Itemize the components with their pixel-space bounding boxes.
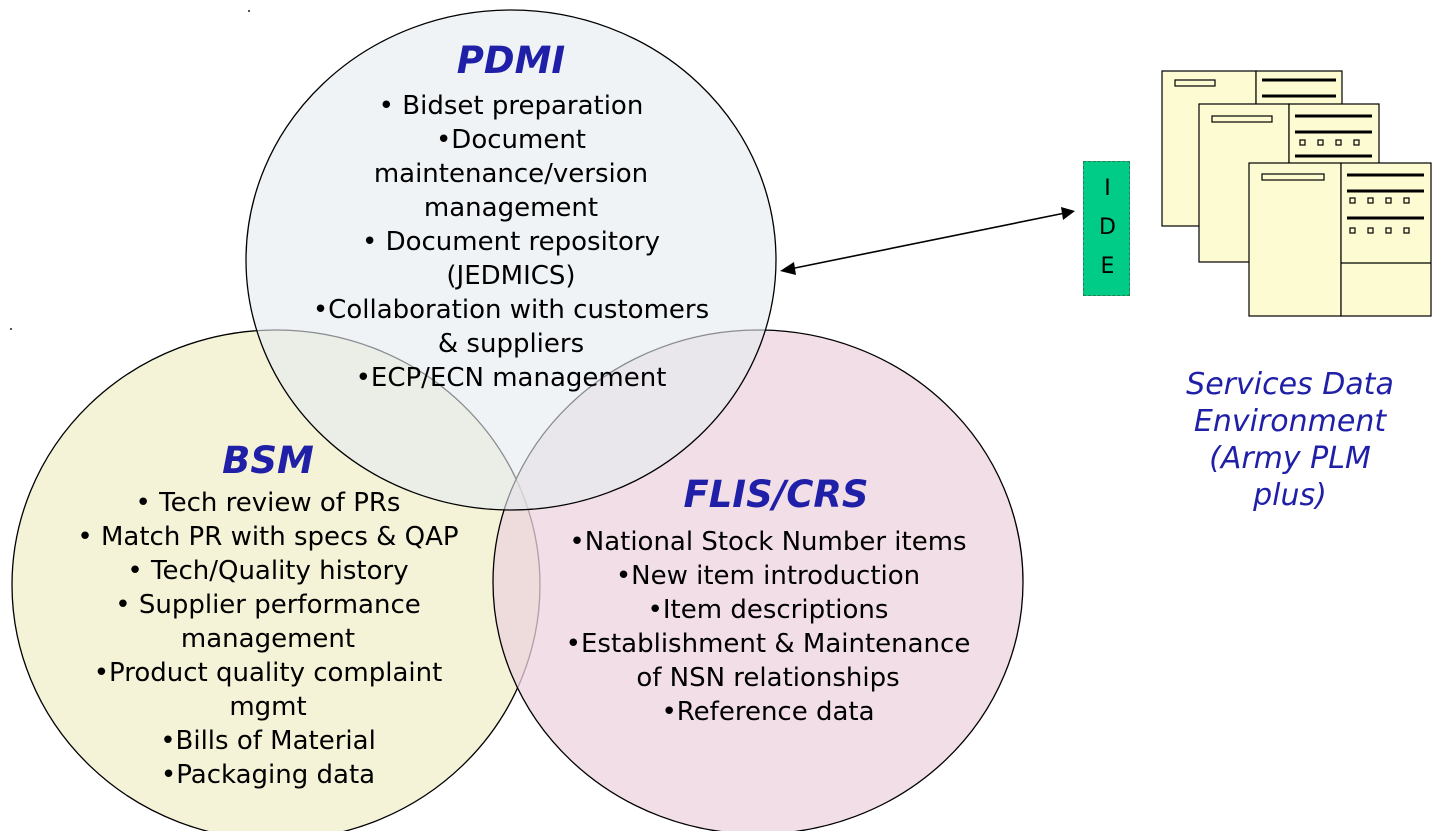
ide-letter: D	[1099, 215, 1116, 240]
flis-bullet: •National Stock Number items	[569, 527, 967, 557]
flis-bullet: of NSN relationships	[636, 663, 900, 693]
pdmi-bullet: (JEDMICS)	[446, 261, 576, 291]
flis-bullet: •New item introduction	[615, 561, 921, 591]
stray-dot	[248, 10, 250, 12]
pdmi-bullet: •Collaboration with customers	[312, 295, 710, 325]
flis-title: FLIS/CRS	[683, 473, 869, 516]
services-line: plus)	[1253, 478, 1327, 513]
pdmi-bullet: •ECP/ECN management	[355, 363, 667, 393]
pdmi-bullet: •Document	[435, 125, 587, 155]
stray-dot	[10, 328, 12, 330]
bsm-bullet: •Product quality complaint	[93, 658, 443, 688]
services-line: Services Data	[1186, 367, 1394, 402]
bsm-bullet: management	[180, 624, 356, 654]
pdmi-bullet: maintenance/version	[373, 159, 649, 189]
pdmi-title: PDMI	[456, 39, 566, 82]
pdmi-bullet: management	[423, 193, 599, 223]
flis-bullet-list: •National Stock Number items •New item i…	[518, 525, 1018, 729]
bsm-bullet: • Supplier performance	[115, 590, 421, 620]
pdmi-bullet: • Bidset preparation	[378, 91, 644, 121]
pdmi-circle	[245, 9, 777, 511]
bsm-bullet-list: • Tech review of PRs • Match PR with spe…	[18, 486, 518, 792]
bidirectional-arrow-icon	[780, 207, 1075, 275]
ide-letter: E	[1100, 254, 1115, 279]
services-line: Environment	[1193, 404, 1387, 439]
pdmi-bullet: • Document repository	[361, 227, 661, 257]
pdmi-bullet-list: • Bidset preparation •Document maintenan…	[261, 89, 761, 395]
flis-bullet: •Item descriptions	[647, 595, 889, 625]
bsm-bullet: • Match PR with specs & QAP	[77, 522, 459, 552]
services-data-environment-label: Services Data Environment (Army PLM plus…	[1150, 366, 1430, 514]
bsm-title: BSM	[222, 439, 314, 482]
bsm-bullet: • Tech/Quality history	[127, 556, 409, 586]
bsm-bullet: • Tech review of PRs	[135, 488, 401, 518]
pdmi-bullet: & suppliers	[437, 329, 585, 359]
ide-letter: I	[1104, 176, 1111, 201]
bsm-bullet: •Packaging data	[160, 760, 376, 790]
flis-bullet: •Establishment & Maintenance	[565, 629, 971, 659]
bsm-bullet: •Bills of Material	[160, 726, 376, 756]
services-line: (Army PLM	[1209, 441, 1371, 476]
documents-stack-icon	[1161, 70, 1432, 317]
flis-bullet: •Reference data	[661, 697, 875, 727]
ide-box: I D E	[1083, 161, 1130, 296]
bsm-bullet: mgmt	[229, 692, 307, 722]
